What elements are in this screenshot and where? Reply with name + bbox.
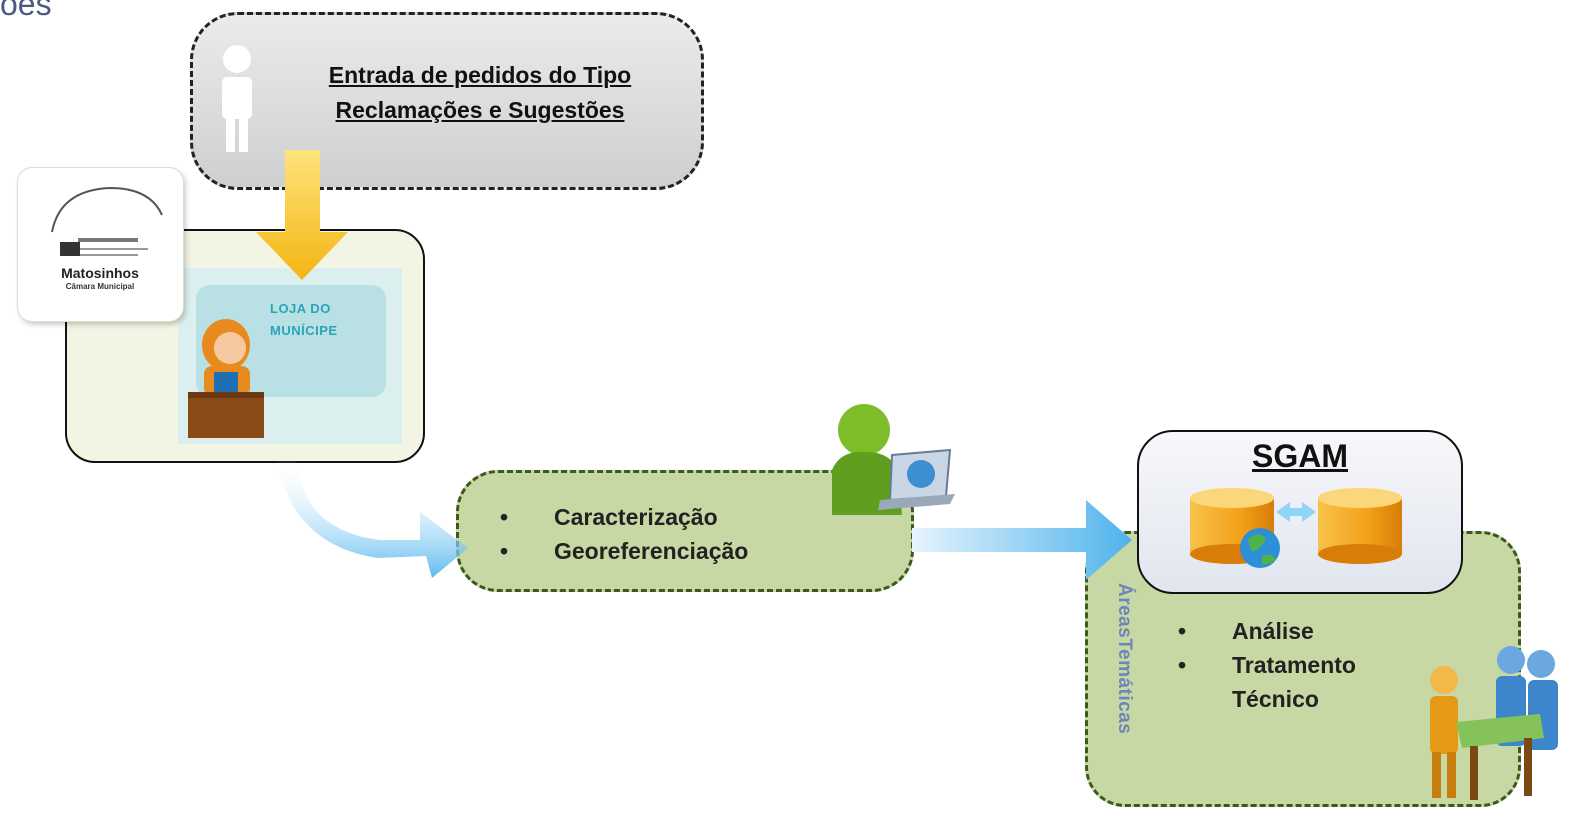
- arrow-down-icon: [256, 150, 348, 280]
- matosinhos-name: Matosinhos: [61, 265, 139, 281]
- request-title-line2: Reclamações e Sugestões: [335, 97, 625, 123]
- globe-icon: [1240, 528, 1280, 568]
- database-icon: [1318, 488, 1402, 564]
- request-title-line1: Entrada de pedidos do Tipo: [328, 62, 632, 88]
- areas-item: Análise: [1178, 614, 1356, 648]
- curved-arrow-icon: [276, 455, 468, 578]
- clerk-icon: [188, 319, 264, 438]
- right-arrow-icon: [912, 500, 1132, 580]
- loja-label-line1: LOJA DO: [270, 301, 331, 316]
- meeting-people-icon: [1430, 646, 1558, 800]
- areas-list: Análise Tratamento Técnico: [1178, 614, 1356, 716]
- sgam-title: SGAM: [1252, 438, 1348, 474]
- characterization-item: Caracterização: [500, 500, 748, 534]
- request-box: [190, 12, 704, 190]
- areas-item: Técnico: [1232, 686, 1319, 712]
- matosinhos-subtitle: Câmara Municipal: [65, 282, 135, 291]
- laptop-user-icon: [832, 404, 955, 515]
- matosinhos-logo-card: [18, 168, 183, 321]
- double-arrow-icon: [1276, 502, 1316, 522]
- loja-label: LOJA DO MUNÍCIPE: [270, 298, 380, 342]
- characterization-item: Georeferenciação: [500, 534, 748, 568]
- page-title: ões: [0, 0, 52, 22]
- areas-item: Tratamento: [1178, 648, 1356, 682]
- loja-label-line2: MUNÍCIPE: [270, 323, 338, 338]
- characterization-list: Caracterização Georeferenciação: [500, 500, 748, 568]
- request-title: Entrada de pedidos do Tipo Reclamações e…: [270, 58, 690, 128]
